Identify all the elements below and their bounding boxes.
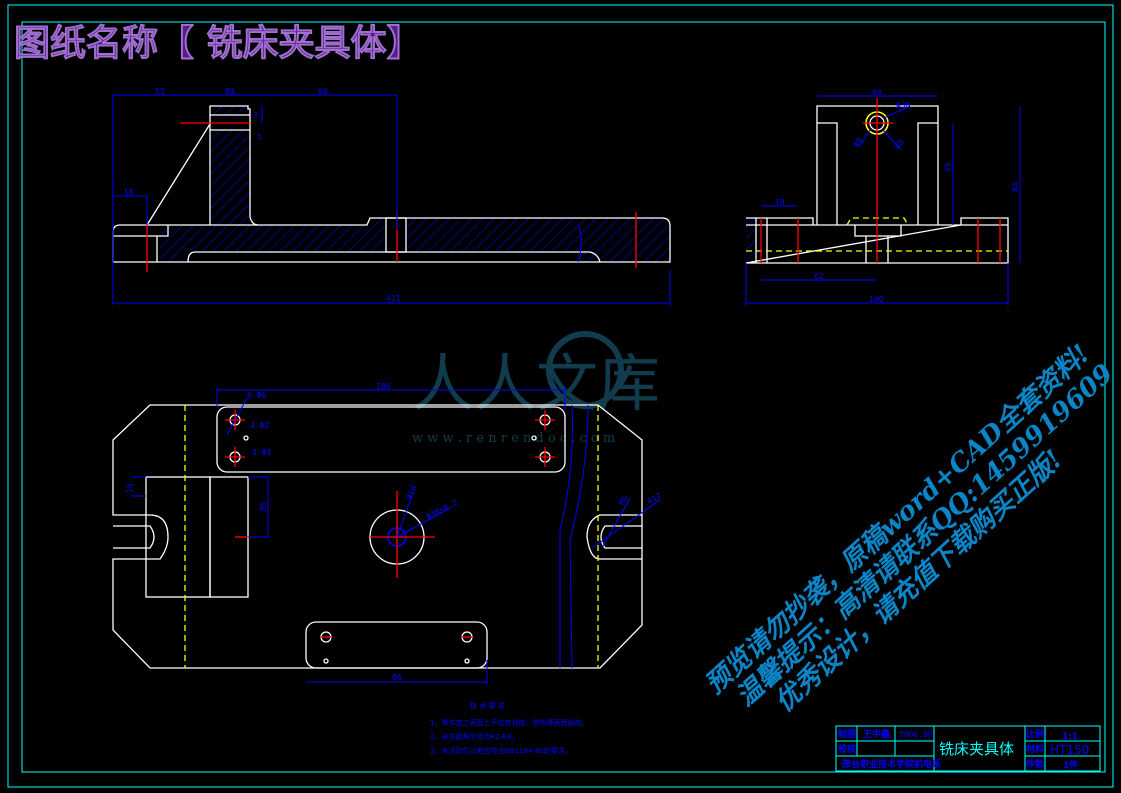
dim-62: 62 [814, 272, 824, 281]
dim-411: 411 [386, 294, 401, 303]
dim-18: 18 [124, 188, 134, 197]
front-view: 53 80 60 3 1 18 411 [112, 87, 671, 306]
dim-60: 60 [318, 87, 328, 96]
dim-53: 53 [155, 87, 165, 96]
tech-req-item: 3、未注形位公差应符合GB1184-80的要求。 [430, 746, 572, 755]
dim-186: 186 [376, 382, 391, 391]
dim-84: 84 [1011, 182, 1020, 192]
part-name: 铣床夹具体 [939, 740, 1014, 758]
scale: 1:1 [1062, 732, 1078, 742]
checked-label: 校核 [838, 743, 856, 755]
drawing-title: 图纸名称【 铣床夹具体】 [14, 23, 423, 64]
dim-10: 10 [126, 483, 135, 493]
dim-phi10: Φ10 [405, 484, 419, 501]
material-label: 材料 [1025, 743, 1044, 755]
material: HT150 [1050, 743, 1089, 757]
title-block: 制图 王中鑫 2006.06 校核 邢台职业技术学院机电系 铣床夹具体 比例 1… [835, 725, 1101, 772]
inner-frame [21, 21, 1106, 773]
watermark-line: 温馨提示：高清请联系QQ:1459919609 [731, 358, 1120, 712]
dim-64: 64 [872, 88, 882, 97]
watermark-url: w w w . r e n r e n d o c . c o m [412, 431, 615, 446]
side-view: 64 84 55 19 62 140 Φ30 Φ8 R8 [745, 88, 1021, 306]
dim-140: 140 [869, 295, 884, 304]
date: 2006.06 [899, 730, 933, 739]
technical-requirements: 技 术 要 求 1、零件加工表面上不应有划痕、擦伤等表面缺陷。 2、未注圆角半径… [430, 701, 588, 755]
school: 邢台职业技术学院机电系 [842, 758, 941, 770]
dim-6-phi6: 6-Φ6 [247, 391, 266, 400]
tech-req-item: 1、零件加工表面上不应有划痕、擦伤等表面缺陷。 [430, 718, 588, 727]
watermark-logo-text: 人人文库 [412, 347, 660, 420]
dim-r8: R8 [893, 138, 906, 151]
drawn-label: 制图 [838, 728, 856, 740]
watermark-text: 预览请勿抄袭，原稿word+CAD全套资料! 温馨提示：高清请联系QQ:1459… [700, 339, 1120, 718]
tech-req-title: 技 术 要 求 [470, 701, 505, 710]
dim-r6: R6 [617, 494, 630, 507]
scale-label: 比例 [1026, 728, 1044, 740]
dim-96: 96 [392, 673, 402, 682]
dim-phi8: Φ8 [852, 136, 865, 149]
dim-4-phi4: 4-Φ4 [252, 448, 271, 457]
tech-req-item: 2、未注圆角半径为R2-R8。 [430, 732, 519, 741]
qty: 1件 [1063, 759, 1078, 771]
dim-1: 1 [257, 133, 262, 142]
dim-36: 36 [259, 502, 268, 512]
dim-19: 19 [775, 198, 785, 207]
dim-4-phi2: 4-Φ2 [250, 421, 269, 430]
drawn-by: 王中鑫 [863, 728, 890, 740]
plan-view: 186 6-Φ6 4-Φ2 4-Φ4 10 36 Φ10 Φ30±0.2 R6 … [112, 382, 663, 684]
dim-3: 3 [253, 111, 258, 120]
dim-phi30: Φ30±0.2 [425, 498, 459, 522]
outer-frame [7, 4, 1114, 788]
watermark-line: 预览请勿抄袭，原稿word+CAD全套资料! [700, 339, 1096, 700]
dim-80: 80 [225, 87, 235, 96]
qty-label: 件数 [1026, 758, 1045, 770]
dim-55: 55 [944, 162, 953, 172]
holes [229, 414, 551, 664]
dim-phi30: Φ30 [896, 101, 911, 110]
